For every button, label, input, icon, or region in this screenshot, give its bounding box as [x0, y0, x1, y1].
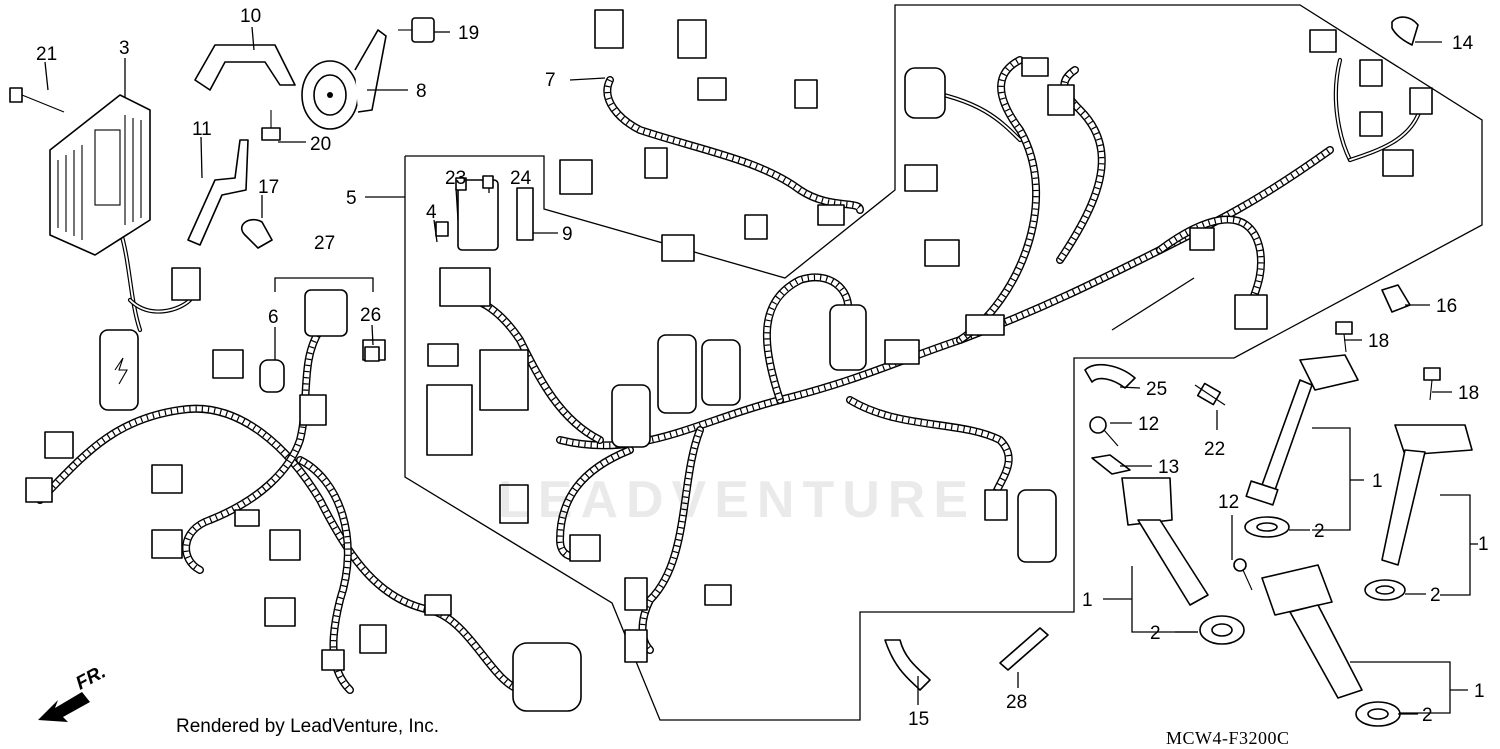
bracket-11 [187, 139, 249, 246]
callout-2b: 2 [1430, 585, 1441, 606]
callout-22: 22 [1204, 439, 1225, 460]
frame-harness-rear [404, 4, 1483, 721]
connectors [25, 9, 1433, 712]
bolt-21 [9, 87, 65, 113]
callout-19: 19 [458, 23, 479, 44]
callout-4: 4 [426, 202, 437, 223]
callout-3: 3 [119, 38, 130, 59]
callout-12a: 12 [1138, 414, 1159, 435]
callout-numbers: 21 3 10 19 8 20 11 17 27 6 26 5 4 23 24 … [36, 6, 1489, 730]
callout-25: 25 [1146, 379, 1167, 400]
callout-20: 20 [310, 134, 331, 155]
callout-9: 9 [562, 224, 573, 245]
callout-5: 5 [346, 188, 357, 209]
callout-2c: 2 [1150, 623, 1161, 644]
callout-2a: 2 [1314, 521, 1325, 542]
callout-12b: 12 [1218, 492, 1239, 513]
frame-bracket-coil-1b [1440, 494, 1471, 596]
callout-2d: 2 [1422, 705, 1433, 726]
condensers [611, 304, 1057, 563]
bolt-20 [261, 110, 281, 141]
callout-11: 11 [192, 119, 212, 140]
callout-16: 16 [1436, 296, 1457, 317]
footer-credit: Rendered by LeadVenture, Inc. [176, 716, 440, 737]
callout-10: 10 [240, 6, 261, 27]
leader-lines [44, 26, 1478, 715]
regulator-rectifier [49, 94, 201, 411]
callout-1d: 1 [1474, 681, 1485, 702]
front-direction-label: FR. [72, 662, 109, 695]
callout-23: 23 [445, 168, 466, 189]
callout-6: 6 [268, 307, 279, 328]
callout-14: 14 [1452, 33, 1474, 54]
frame-bracket-coil-1d [1350, 661, 1451, 714]
callout-1b: 1 [1478, 534, 1489, 555]
callout-1a: 1 [1372, 471, 1383, 492]
callout-18b: 18 [1458, 383, 1479, 404]
bracket-10 [194, 44, 296, 91]
callout-21: 21 [36, 44, 57, 65]
horn [301, 29, 387, 130]
callout-28: 28 [1006, 692, 1027, 713]
watermark: LEADVENTURE [498, 471, 977, 529]
frame-harness-front [1111, 277, 1195, 331]
ignition-coils [1121, 354, 1473, 699]
callout-27: 27 [314, 233, 335, 254]
front-direction-arrow: FR. [38, 662, 109, 722]
callout-26: 26 [360, 305, 381, 326]
seals [1199, 516, 1406, 727]
callout-24: 24 [510, 168, 532, 189]
callout-13: 13 [1158, 457, 1179, 478]
bolt-19 [398, 17, 435, 43]
frame-bracket-coil-1a [1312, 427, 1351, 531]
diagram-code: MCW4-F3200C [1166, 728, 1290, 748]
callout-18a: 18 [1368, 331, 1389, 352]
callout-17: 17 [258, 177, 279, 198]
callout-7: 7 [545, 70, 556, 91]
callout-15: 15 [908, 709, 929, 730]
callout-8: 8 [416, 81, 427, 102]
clip-17 [240, 218, 273, 249]
callout-1c: 1 [1082, 590, 1093, 611]
small-hardware [884, 16, 1441, 691]
frame-bracket-27 [274, 277, 374, 292]
